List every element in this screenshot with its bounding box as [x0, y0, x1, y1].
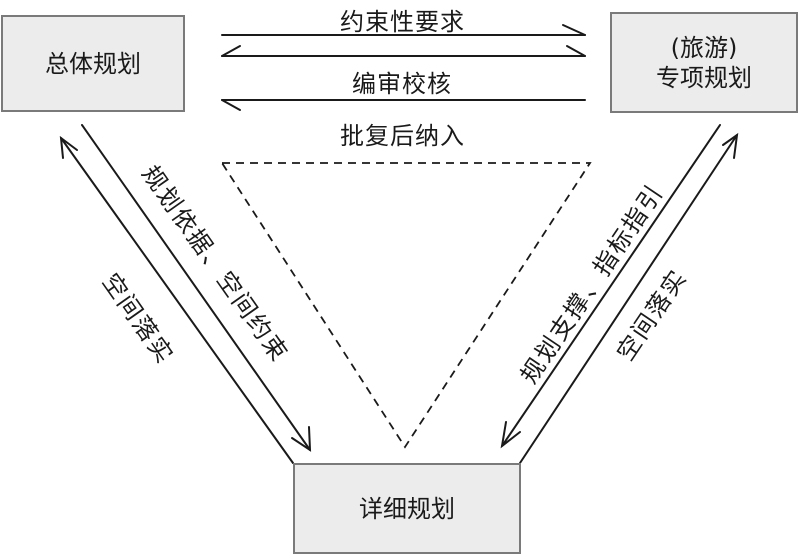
edge-label-approval: 批复后纳入: [340, 122, 465, 150]
arrowhead-right-icon: [562, 24, 586, 36]
arrowhead-left-icon: [221, 45, 241, 57]
node-overall-planning: 总体规划: [1, 15, 185, 112]
arrowhead-down-icon: [291, 426, 312, 452]
node-label-line2: 专项规划: [656, 63, 752, 92]
node-label: 详细规划: [359, 494, 455, 523]
node-special-planning: (旅游) 专项规划: [610, 12, 798, 113]
dashed-triangle: [220, 162, 592, 449]
arrowhead-up-icon: [722, 132, 739, 159]
arrowhead-up-icon: [59, 135, 78, 159]
arrow-spatial-implementation-right: [519, 134, 738, 464]
arrow-spatial-implementation-left: [60, 137, 294, 464]
node-label-line1: (旅游): [670, 33, 738, 62]
arrow-planning-support: [501, 124, 721, 447]
node-label: 总体规划: [45, 49, 141, 78]
arrowhead-right-icon: [566, 45, 586, 57]
node-detailed-planning: 详细规划: [293, 463, 521, 554]
arrowhead-left-icon: [221, 99, 241, 111]
arrowhead-down-icon: [500, 421, 521, 449]
edge-label-constraint: 约束性要求: [340, 8, 465, 36]
edge-label-review: 编审校核: [352, 70, 452, 98]
arrow-planning-basis: [81, 124, 311, 451]
